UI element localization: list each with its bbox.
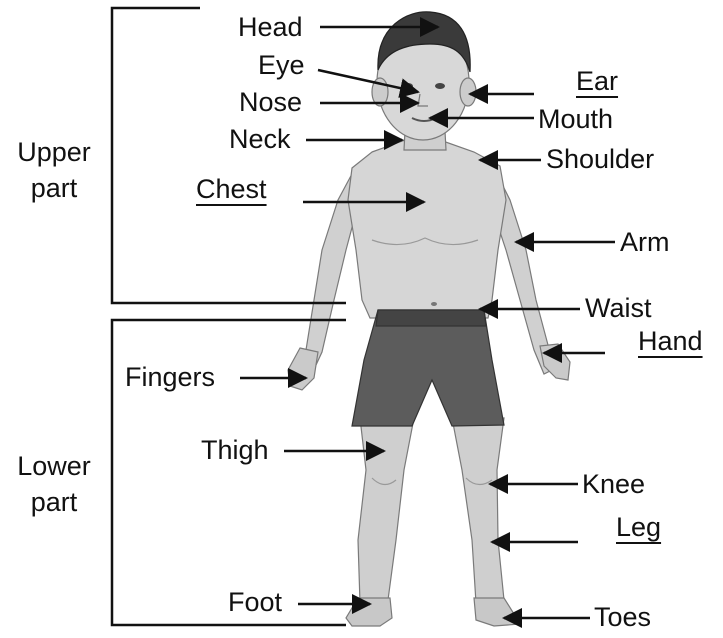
torso: [348, 140, 506, 318]
label-knee: Knee: [582, 471, 645, 498]
left-leg: [358, 418, 414, 603]
label-neck: Neck: [229, 126, 291, 153]
label-leg: Leg: [616, 514, 661, 541]
label-mouth: Mouth: [538, 106, 613, 133]
right-ear: [460, 78, 476, 106]
label-waist: Waist: [585, 295, 652, 322]
group-label-lower-line2: part: [6, 484, 102, 520]
label-nose: Nose: [239, 89, 302, 116]
label-toes: Toes: [594, 604, 651, 631]
label-thigh: Thigh: [201, 437, 269, 464]
left-hand: [288, 348, 318, 390]
navel: [431, 302, 437, 306]
label-head: Head: [238, 14, 303, 41]
label-shoulder: Shoulder: [546, 146, 654, 173]
group-label-upper: Upper part: [8, 134, 100, 206]
waistband: [376, 310, 486, 326]
right-leg: [452, 418, 504, 603]
label-ear: Ear: [576, 68, 618, 95]
label-eye: Eye: [258, 52, 305, 79]
label-hand: Hand: [638, 328, 703, 355]
group-label-upper-line1: Upper: [8, 134, 100, 170]
label-chest: Chest: [196, 176, 267, 203]
shorts: [352, 310, 504, 426]
right-foot: [474, 598, 520, 626]
upper-bracket: [112, 8, 346, 303]
label-arm: Arm: [620, 229, 670, 256]
group-label-lower: Lower part: [6, 448, 102, 520]
label-fingers: Fingers: [125, 364, 215, 391]
group-label-lower-line1: Lower: [6, 448, 102, 484]
right-hand: [540, 344, 570, 380]
label-foot: Foot: [228, 589, 282, 616]
right-eye: [435, 83, 445, 89]
group-label-upper-line2: part: [8, 170, 100, 206]
left-foot: [346, 598, 392, 626]
